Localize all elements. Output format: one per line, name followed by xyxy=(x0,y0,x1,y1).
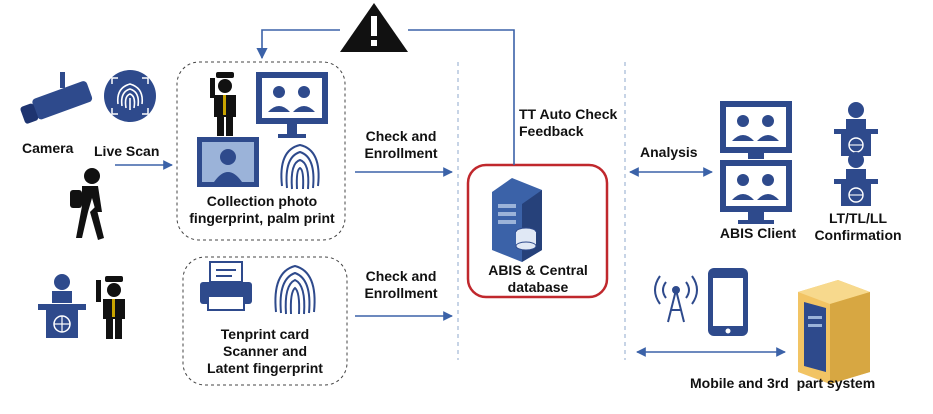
tt-feedback-line2: Feedback xyxy=(519,123,584,139)
tenprint-label: Tenprint card Scanner and Latent fingerp… xyxy=(185,326,345,377)
fingerprint-icon xyxy=(280,143,320,190)
feedback-line xyxy=(408,29,515,165)
podium-person-icon xyxy=(38,274,86,338)
abis-box xyxy=(466,163,609,299)
abis-client-monitor-top xyxy=(720,101,792,159)
live-scan-label: Live Scan xyxy=(94,143,160,159)
confirmation-line1: LT/TL/LL xyxy=(828,210,888,226)
monitor-users-icon xyxy=(256,72,328,138)
camera-label: Camera xyxy=(22,140,74,156)
warning-icon xyxy=(340,3,408,52)
printer-icon xyxy=(200,261,252,311)
tenprint-label-line3: Latent fingerprint xyxy=(207,360,323,376)
fingerprint-icon-tenprint xyxy=(274,264,316,315)
monitor-person-icon xyxy=(197,137,259,187)
antenna-icon xyxy=(654,275,698,323)
tenprint-label-line2: Scanner and xyxy=(222,343,308,359)
abis-client-label: ABIS Client xyxy=(719,225,797,241)
server-icon xyxy=(492,178,542,262)
check-enrollment-bottom-line1: Check and xyxy=(365,268,437,284)
podium-person-icon-bottom xyxy=(834,152,878,206)
officer-icon xyxy=(210,72,236,136)
camera-icon xyxy=(20,72,93,124)
feedback-arrow-line xyxy=(256,29,340,60)
saluting-officer-icon xyxy=(96,276,125,339)
walking-person-icon xyxy=(70,168,104,240)
confirmation-label: LT/TL/LL Confirmation xyxy=(806,210,910,244)
abis-label-line2: database xyxy=(507,279,569,295)
abis-label-line1: ABIS & Central xyxy=(488,262,588,278)
collection-label-line1: Collection photo xyxy=(206,193,318,209)
tt-feedback-line1: TT Auto Check xyxy=(519,106,618,122)
check-enrollment-bottom-label: Check and Enrollment xyxy=(355,268,447,302)
confirmation-line2: Confirmation xyxy=(814,227,902,243)
collection-box xyxy=(176,61,346,241)
collection-label-line2: fingerprint, palm print xyxy=(189,210,335,226)
tt-feedback-label: TT Auto Check Feedback xyxy=(519,106,617,140)
check-enrollment-top-label: Check and Enrollment xyxy=(355,128,447,162)
check-enrollment-bottom-line2: Enrollment xyxy=(364,285,438,301)
check-enrollment-top-line2: Enrollment xyxy=(364,145,438,161)
abis-label: ABIS & Central database xyxy=(470,262,606,296)
check-enrollment-top-line1: Check and xyxy=(365,128,437,144)
podium-person-icon-top xyxy=(834,102,878,156)
collection-label: Collection photo fingerprint, palm print xyxy=(180,193,344,227)
mobile-label: Mobile and 3rd part system xyxy=(690,375,876,391)
tenprint-label-line1: Tenprint card xyxy=(220,326,310,342)
fingerprint-scan-icon xyxy=(104,70,156,122)
tenprint-box xyxy=(182,256,348,386)
phone-icon xyxy=(708,268,748,336)
abis-client-monitor-bottom xyxy=(720,160,792,224)
analysis-label: Analysis xyxy=(640,144,698,160)
server-tower-icon xyxy=(798,280,870,384)
